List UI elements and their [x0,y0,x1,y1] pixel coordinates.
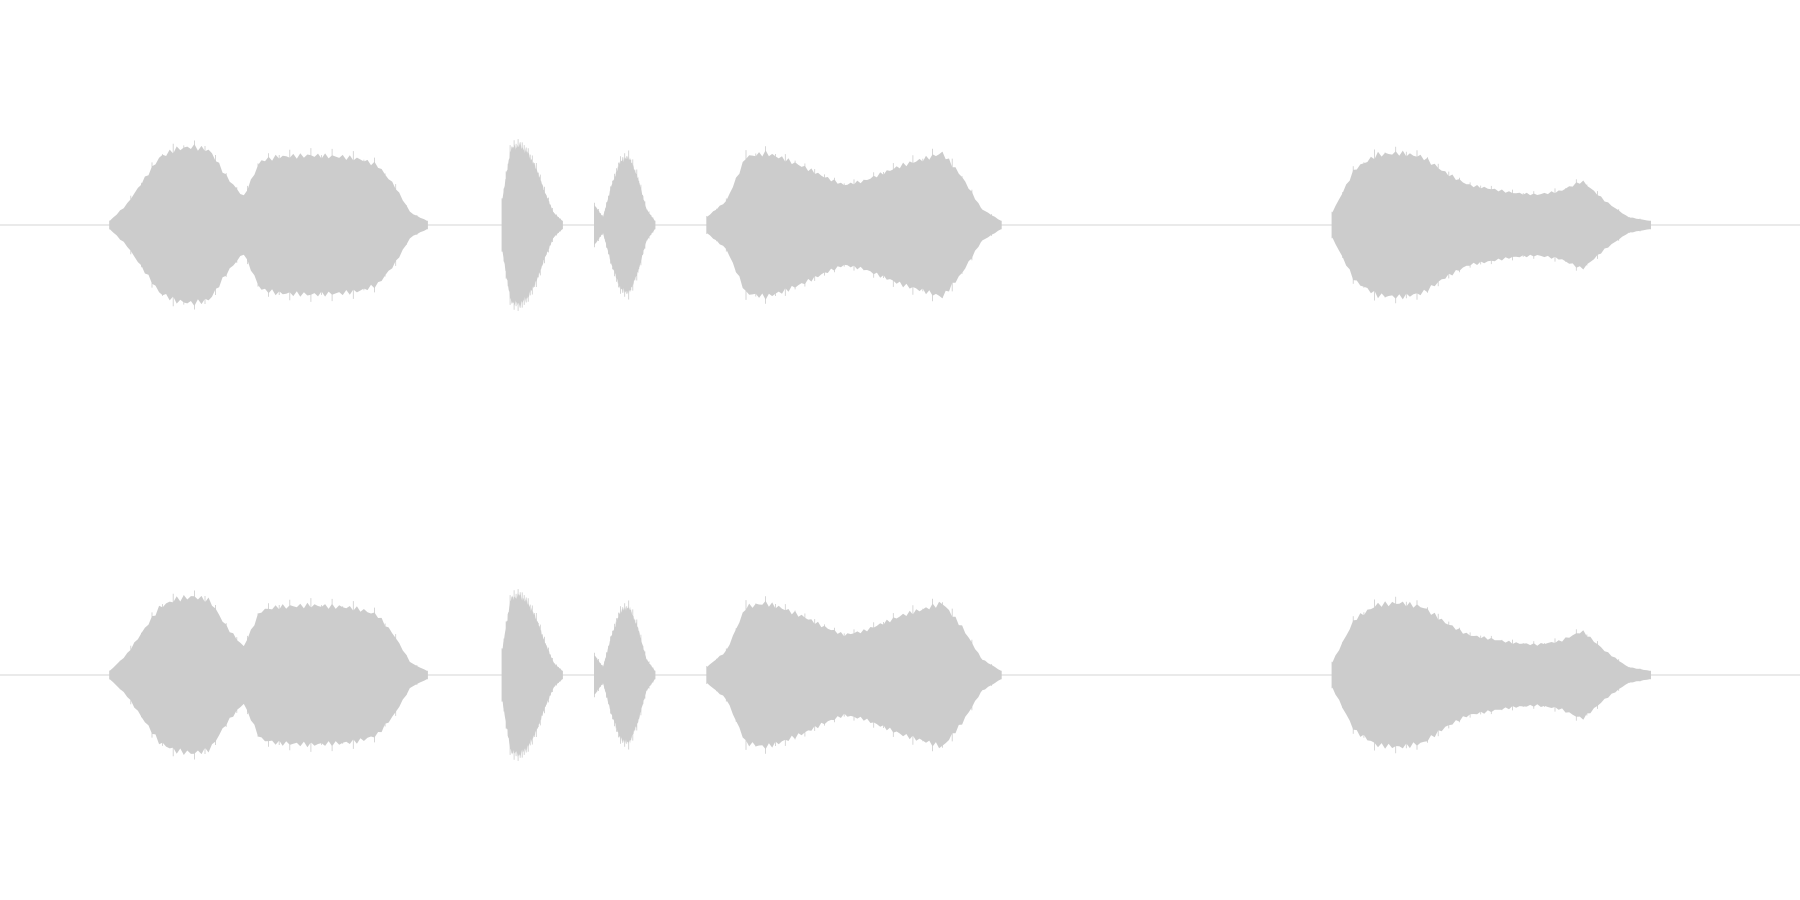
channel-right-waveform [0,589,1800,761]
channel-left-waveform [0,139,1800,311]
